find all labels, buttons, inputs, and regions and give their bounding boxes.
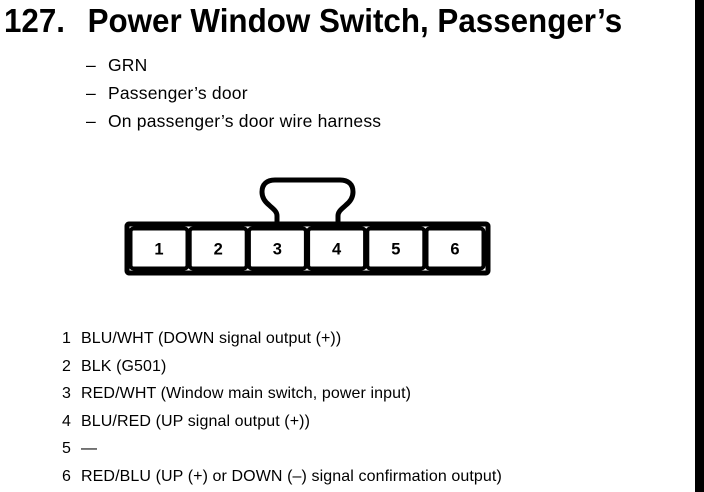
pin-number: 6	[62, 467, 71, 485]
pinout-list: 1 BLU/WHT (DOWN signal output (+)) 2 BLK…	[62, 325, 502, 490]
pinout-row: 6 RED/BLU (UP (+) or DOWN (–) signal con…	[62, 463, 502, 491]
connector-cavity-5	[365, 226, 427, 271]
detail-text: GRN	[108, 55, 148, 75]
pin-number-label: 3	[273, 241, 282, 259]
pin-number-label: 4	[332, 241, 342, 259]
detail-text: Passenger’s door	[108, 83, 248, 103]
pin-description: RED/WHT (Window main switch, power input…	[81, 385, 412, 402]
connector-cavity-4	[306, 226, 368, 271]
scan-edge-bar	[695, 0, 704, 492]
pin-number: 2	[62, 357, 71, 375]
pinout-row: 5 —	[62, 435, 502, 463]
detail-item: – GRN	[86, 51, 381, 79]
pin-description: BLU/WHT (DOWN signal output (+))	[81, 330, 342, 347]
section-number: 127.	[4, 2, 66, 39]
pin-description: BLU/RED (UP signal output (+))	[81, 412, 311, 430]
pinout-row: 3 RED/WHT (Window main switch, power inp…	[62, 380, 502, 408]
pin-number-label: 2	[214, 241, 223, 259]
pin-number-label: 5	[391, 241, 400, 259]
pinout-row: 4 BLU/RED (UP signal output (+))	[62, 408, 502, 436]
pinout-row: 1 BLU/WHT (DOWN signal output (+))	[62, 325, 502, 353]
detail-item: – On passenger’s door wire harness	[86, 107, 381, 135]
pin-description: BLK (G501)	[81, 357, 167, 375]
pin-number: 1	[62, 330, 71, 347]
page-title: Power Window Switch, Passenger’s	[87, 2, 623, 39]
connector-lock-tab	[259, 177, 356, 228]
dash-prefix: –	[86, 83, 96, 103]
connector-cavity-3	[246, 226, 308, 271]
connector-diagram: 1 2 3 4 5 6	[124, 177, 491, 276]
pin-number-label: 6	[450, 241, 459, 259]
pin-number: 5	[62, 440, 71, 457]
connector-cavity-2	[187, 226, 249, 271]
dash-prefix: –	[86, 55, 96, 75]
connector-details-list: – GRN – Passenger’s door – On passenger’…	[86, 51, 381, 135]
pin-description: —	[81, 440, 98, 457]
pin-number: 3	[62, 385, 71, 402]
detail-text: On passenger’s door wire harness	[108, 111, 382, 131]
pin-description: RED/BLU (UP (+) or DOWN (–) signal confi…	[81, 467, 502, 485]
pin-number-label: 1	[154, 241, 163, 259]
pinout-row: 2 BLK (G501)	[62, 353, 502, 381]
pin-number: 4	[62, 412, 71, 430]
dash-prefix: –	[86, 111, 96, 131]
connector-cavity-1	[128, 226, 190, 271]
connector-cavity-6	[424, 226, 486, 271]
detail-item: – Passenger’s door	[86, 79, 381, 107]
section-header: 127. Power Window Switch, Passenger’s	[4, 4, 622, 38]
